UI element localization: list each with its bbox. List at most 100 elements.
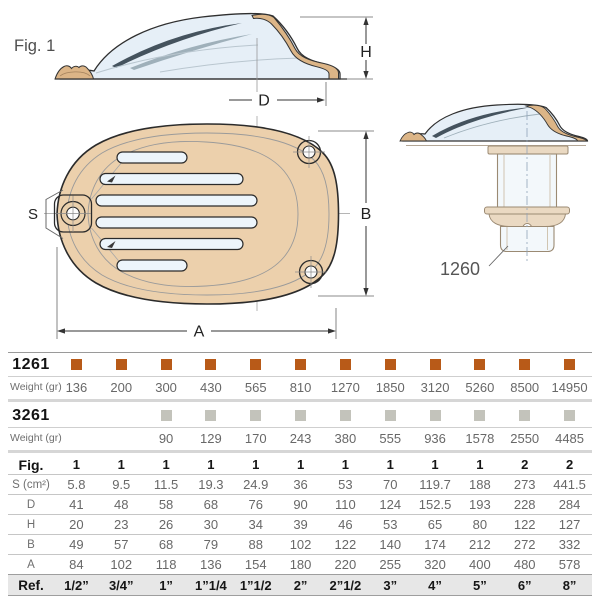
spec-value: 20 <box>54 514 99 535</box>
product-marker-icon <box>160 409 172 421</box>
separator-row <box>8 448 592 455</box>
product-marker-icon <box>429 409 441 421</box>
spec-value: 90 <box>278 494 323 515</box>
right-cross-section <box>524 104 587 142</box>
left-cross-section <box>399 131 428 142</box>
grille-slot <box>95 194 258 207</box>
inner-curve <box>443 113 541 139</box>
spec-value: 70 <box>367 474 413 495</box>
spec-value: 180 <box>278 554 323 575</box>
h-extension-lines <box>300 16 373 80</box>
separator-row <box>8 397 592 404</box>
product-code: 3261 <box>12 406 50 424</box>
spec-value: 122 <box>502 514 548 535</box>
weight-value: 555 <box>367 427 413 449</box>
spec-value: 53 <box>367 514 413 535</box>
spec-value: 220 <box>322 554 368 575</box>
product-code: 1261 <box>12 355 50 373</box>
b-extension-lines <box>318 130 374 297</box>
spec-value: 480 <box>502 554 548 575</box>
spec-value: 3” <box>367 574 413 596</box>
technical-drawing: Fig. 1 H D <box>14 13 589 341</box>
pipe-collar <box>487 145 569 155</box>
fig1-top-view: S B A <box>28 116 374 341</box>
marker-cell <box>547 353 592 377</box>
spec-value: 1” <box>143 574 189 596</box>
spec-value: 4” <box>412 574 458 596</box>
weight-value: 380 <box>322 427 368 449</box>
arrow-up-icon <box>363 131 369 139</box>
spec-value: 1 <box>54 453 99 475</box>
dim-a-label: A <box>194 324 205 341</box>
marker-cell <box>99 353 144 377</box>
spec-value: 58 <box>143 494 189 515</box>
spec-value: 332 <box>547 534 592 555</box>
spec-value: 1 <box>98 453 144 475</box>
spec-value: 88 <box>233 534 279 555</box>
spec-value: 11.5 <box>143 474 189 495</box>
product-marker-icon <box>339 409 351 421</box>
marker-cell <box>457 403 502 428</box>
marker-cell <box>457 353 502 377</box>
marker-cell <box>99 403 144 428</box>
marker-cell <box>233 353 278 377</box>
marker-cell <box>233 403 278 428</box>
spec-value: 1 <box>322 453 368 475</box>
spec-value: 5” <box>457 574 503 596</box>
product-marker-icon <box>70 358 82 370</box>
product-marker-icon <box>250 358 262 370</box>
arrow-left-icon <box>57 328 65 334</box>
weight-value: 1578 <box>457 427 503 449</box>
spec-value: 1 <box>143 453 189 475</box>
row-label: D <box>8 494 54 515</box>
marker-cell <box>413 353 458 377</box>
product-marker-icon <box>384 358 396 370</box>
spec-value: 53 <box>322 474 368 495</box>
weight-value: 936 <box>412 427 458 449</box>
spec-value: 122 <box>322 534 368 555</box>
marker-cell <box>144 403 189 428</box>
weight-value: 4485 <box>547 427 592 449</box>
inner-curve <box>95 44 259 74</box>
spec-value: 68 <box>143 534 189 555</box>
spec-value: 124 <box>367 494 413 515</box>
product-marker-icon <box>115 358 127 370</box>
grille-slot <box>116 151 188 164</box>
spec-value: 9.5 <box>98 474 144 495</box>
product-marker-icon <box>519 358 531 370</box>
product-marker-icon <box>519 409 531 421</box>
spec-value: 48 <box>98 494 144 515</box>
crosshair <box>55 195 91 232</box>
spec-value: 174 <box>412 534 458 555</box>
spec-value: 57 <box>98 534 144 555</box>
spec-value: 2 <box>502 453 548 475</box>
weight-value: 136 <box>54 376 99 398</box>
spec-value: 3/4” <box>98 574 144 596</box>
spec-value: 2” <box>278 574 323 596</box>
spec-value: 1”1/4 <box>188 574 234 596</box>
product-marker-icon <box>250 409 262 421</box>
marker-cell <box>323 403 368 428</box>
marker-cell <box>323 353 368 377</box>
weight-value: 810 <box>278 376 323 398</box>
spec-value: 154 <box>233 554 279 575</box>
weight-value: 14950 <box>547 376 592 398</box>
arrow-right-icon <box>328 328 336 334</box>
spec-value: 79 <box>188 534 234 555</box>
marker-cell <box>502 353 547 377</box>
marker-cell <box>547 403 592 428</box>
marker-cell <box>368 353 413 377</box>
spec-value: 36 <box>278 474 323 495</box>
spec-value: 84 <box>54 554 99 575</box>
weight-value: 2550 <box>502 427 548 449</box>
spec-value: 1 <box>278 453 323 475</box>
spec-value: 2 <box>547 453 592 475</box>
marker-cell <box>54 403 99 428</box>
s-bracket <box>45 189 64 239</box>
spec-value: 2”1/2 <box>322 574 368 596</box>
spec-value: 65 <box>412 514 458 535</box>
model-1260-label: 1260 <box>440 259 480 279</box>
